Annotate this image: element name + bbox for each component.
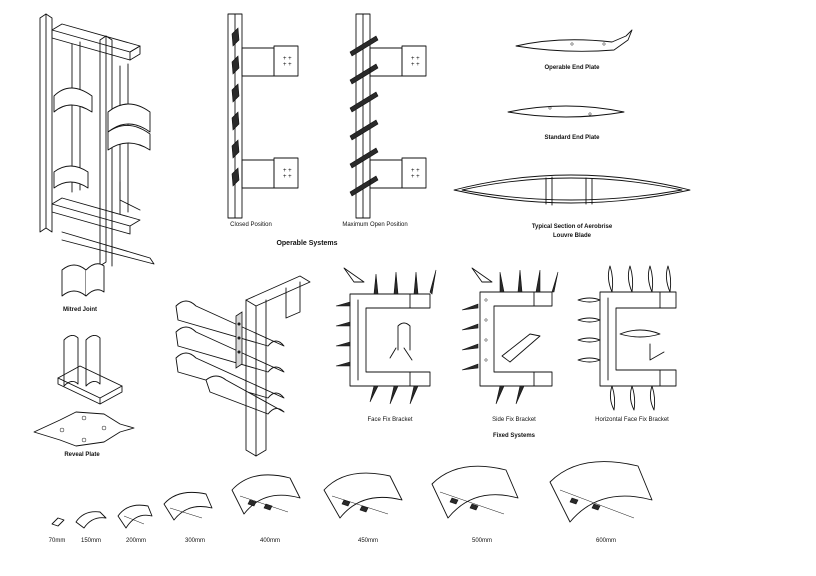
typical-section-label-line1: Typical Section of Aerobrise [531,224,613,230]
fixed-systems-heading: Fixed Systems [492,433,536,439]
louvre-perspective-drawing [175,275,311,457]
closed-position-drawing: + + + + + + + + [227,13,299,219]
blade-size-label-70: 70mm [48,538,66,544]
blade-profile-600 [549,461,653,523]
blade-profile-row [51,461,653,529]
blade-profile-450 [323,472,403,519]
blade-profile-150 [75,511,107,529]
face-fix-bracket-label: Face Fix Bracket [367,417,413,423]
aerobrise-section-drawing [453,174,691,206]
reveal-assembly-drawing [57,335,123,405]
maximum-open-position-drawing: + + + + + + + + [349,13,427,219]
frame-assembly-drawing [39,13,155,267]
svg-text:+ +: + + [283,56,292,62]
blade-profile-70 [51,517,65,527]
standard-end-plate-drawing [507,105,625,118]
reveal-plate-drawing [33,411,135,447]
horizontal-face-fix-bracket-drawing [577,265,677,411]
operable-systems-heading: Operable Systems [276,240,338,247]
closed-position-label: Closed Position [230,222,272,228]
blade-size-label-300: 300mm [184,538,206,544]
blade-size-label-200: 200mm [125,538,147,544]
mitred-joint-label: Mitred Joint [63,307,97,313]
typical-section-label-line2: Louvre Blade [552,233,592,239]
blade-size-label-450: 450mm [357,538,379,544]
blade-size-label-500: 500mm [471,538,493,544]
mitred-joint-drawing [61,263,105,297]
side-fix-bracket-drawing [461,267,559,405]
operable-end-plate-drawing [515,29,633,52]
standard-end-plate-label: Standard End Plate [544,135,600,141]
blade-profile-500 [431,465,519,519]
blade-profile-200 [117,504,153,529]
blade-size-label-400: 400mm [259,538,281,544]
svg-text:+ +: + + [411,174,420,180]
svg-text:+ +: + + [411,56,420,62]
svg-text:+ +: + + [283,174,292,180]
maximum-open-position-label: Maximum Open Position [342,222,408,228]
blade-size-label-150: 150mm [80,538,102,544]
svg-text:+ +: + + [283,168,292,174]
svg-text:+ +: + + [411,62,420,68]
side-fix-bracket-label: Side Fix Bracket [492,417,536,423]
blade-profile-300 [163,491,213,521]
svg-text:+ +: + + [283,62,292,68]
face-fix-bracket-drawing [335,267,437,405]
reveal-plate-label: Reveal Plate [64,452,100,458]
horizontal-face-fix-bracket-label: Horizontal Face Fix Bracket [595,417,669,423]
blade-profile-400 [231,474,301,515]
blade-size-label-600: 600mm [595,538,617,544]
svg-text:+ +: + + [411,168,420,174]
operable-end-plate-label: Operable End Plate [544,65,600,71]
